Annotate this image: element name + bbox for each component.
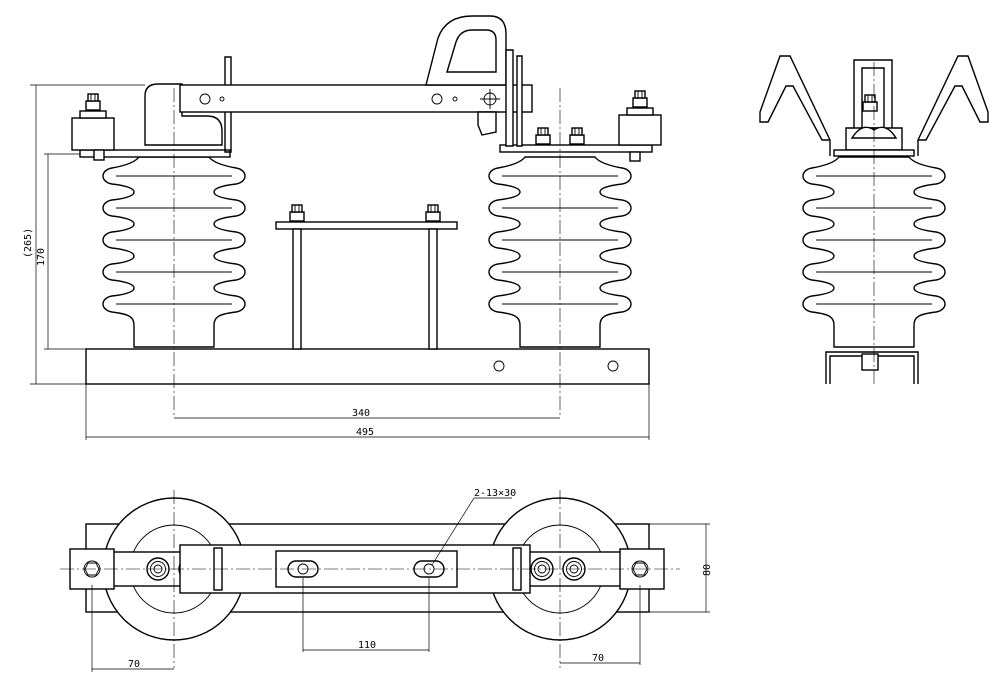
mounting-hole	[493, 360, 505, 372]
front-dimensions: (265) 170 340 495	[23, 84, 650, 440]
dim-insulator-spacing: 340	[352, 408, 370, 419]
dim-overall-height: (265)	[23, 228, 34, 258]
dim-right-offset: 70	[592, 653, 604, 664]
dim-base-width: 80	[702, 564, 713, 576]
dim-slot-note: 2-13×30	[474, 488, 516, 499]
side-view	[759, 55, 989, 384]
left-terminal	[71, 93, 231, 161]
mounting-hole	[607, 360, 619, 372]
base-channel	[85, 348, 650, 385]
plan-view	[60, 490, 680, 668]
plan-dimensions: 2-13×30 110 70 70 80	[91, 488, 713, 672]
dim-base-length: 495	[356, 427, 374, 438]
switch-blade	[144, 15, 533, 153]
right-terminal	[499, 90, 662, 162]
front-view	[71, 15, 662, 418]
side-bracket	[825, 351, 919, 384]
support-bracket	[275, 204, 458, 350]
dim-insulator-height: 170	[36, 248, 47, 266]
dim-slot-spacing: 110	[358, 640, 376, 651]
dim-left-offset: 70	[128, 659, 140, 670]
